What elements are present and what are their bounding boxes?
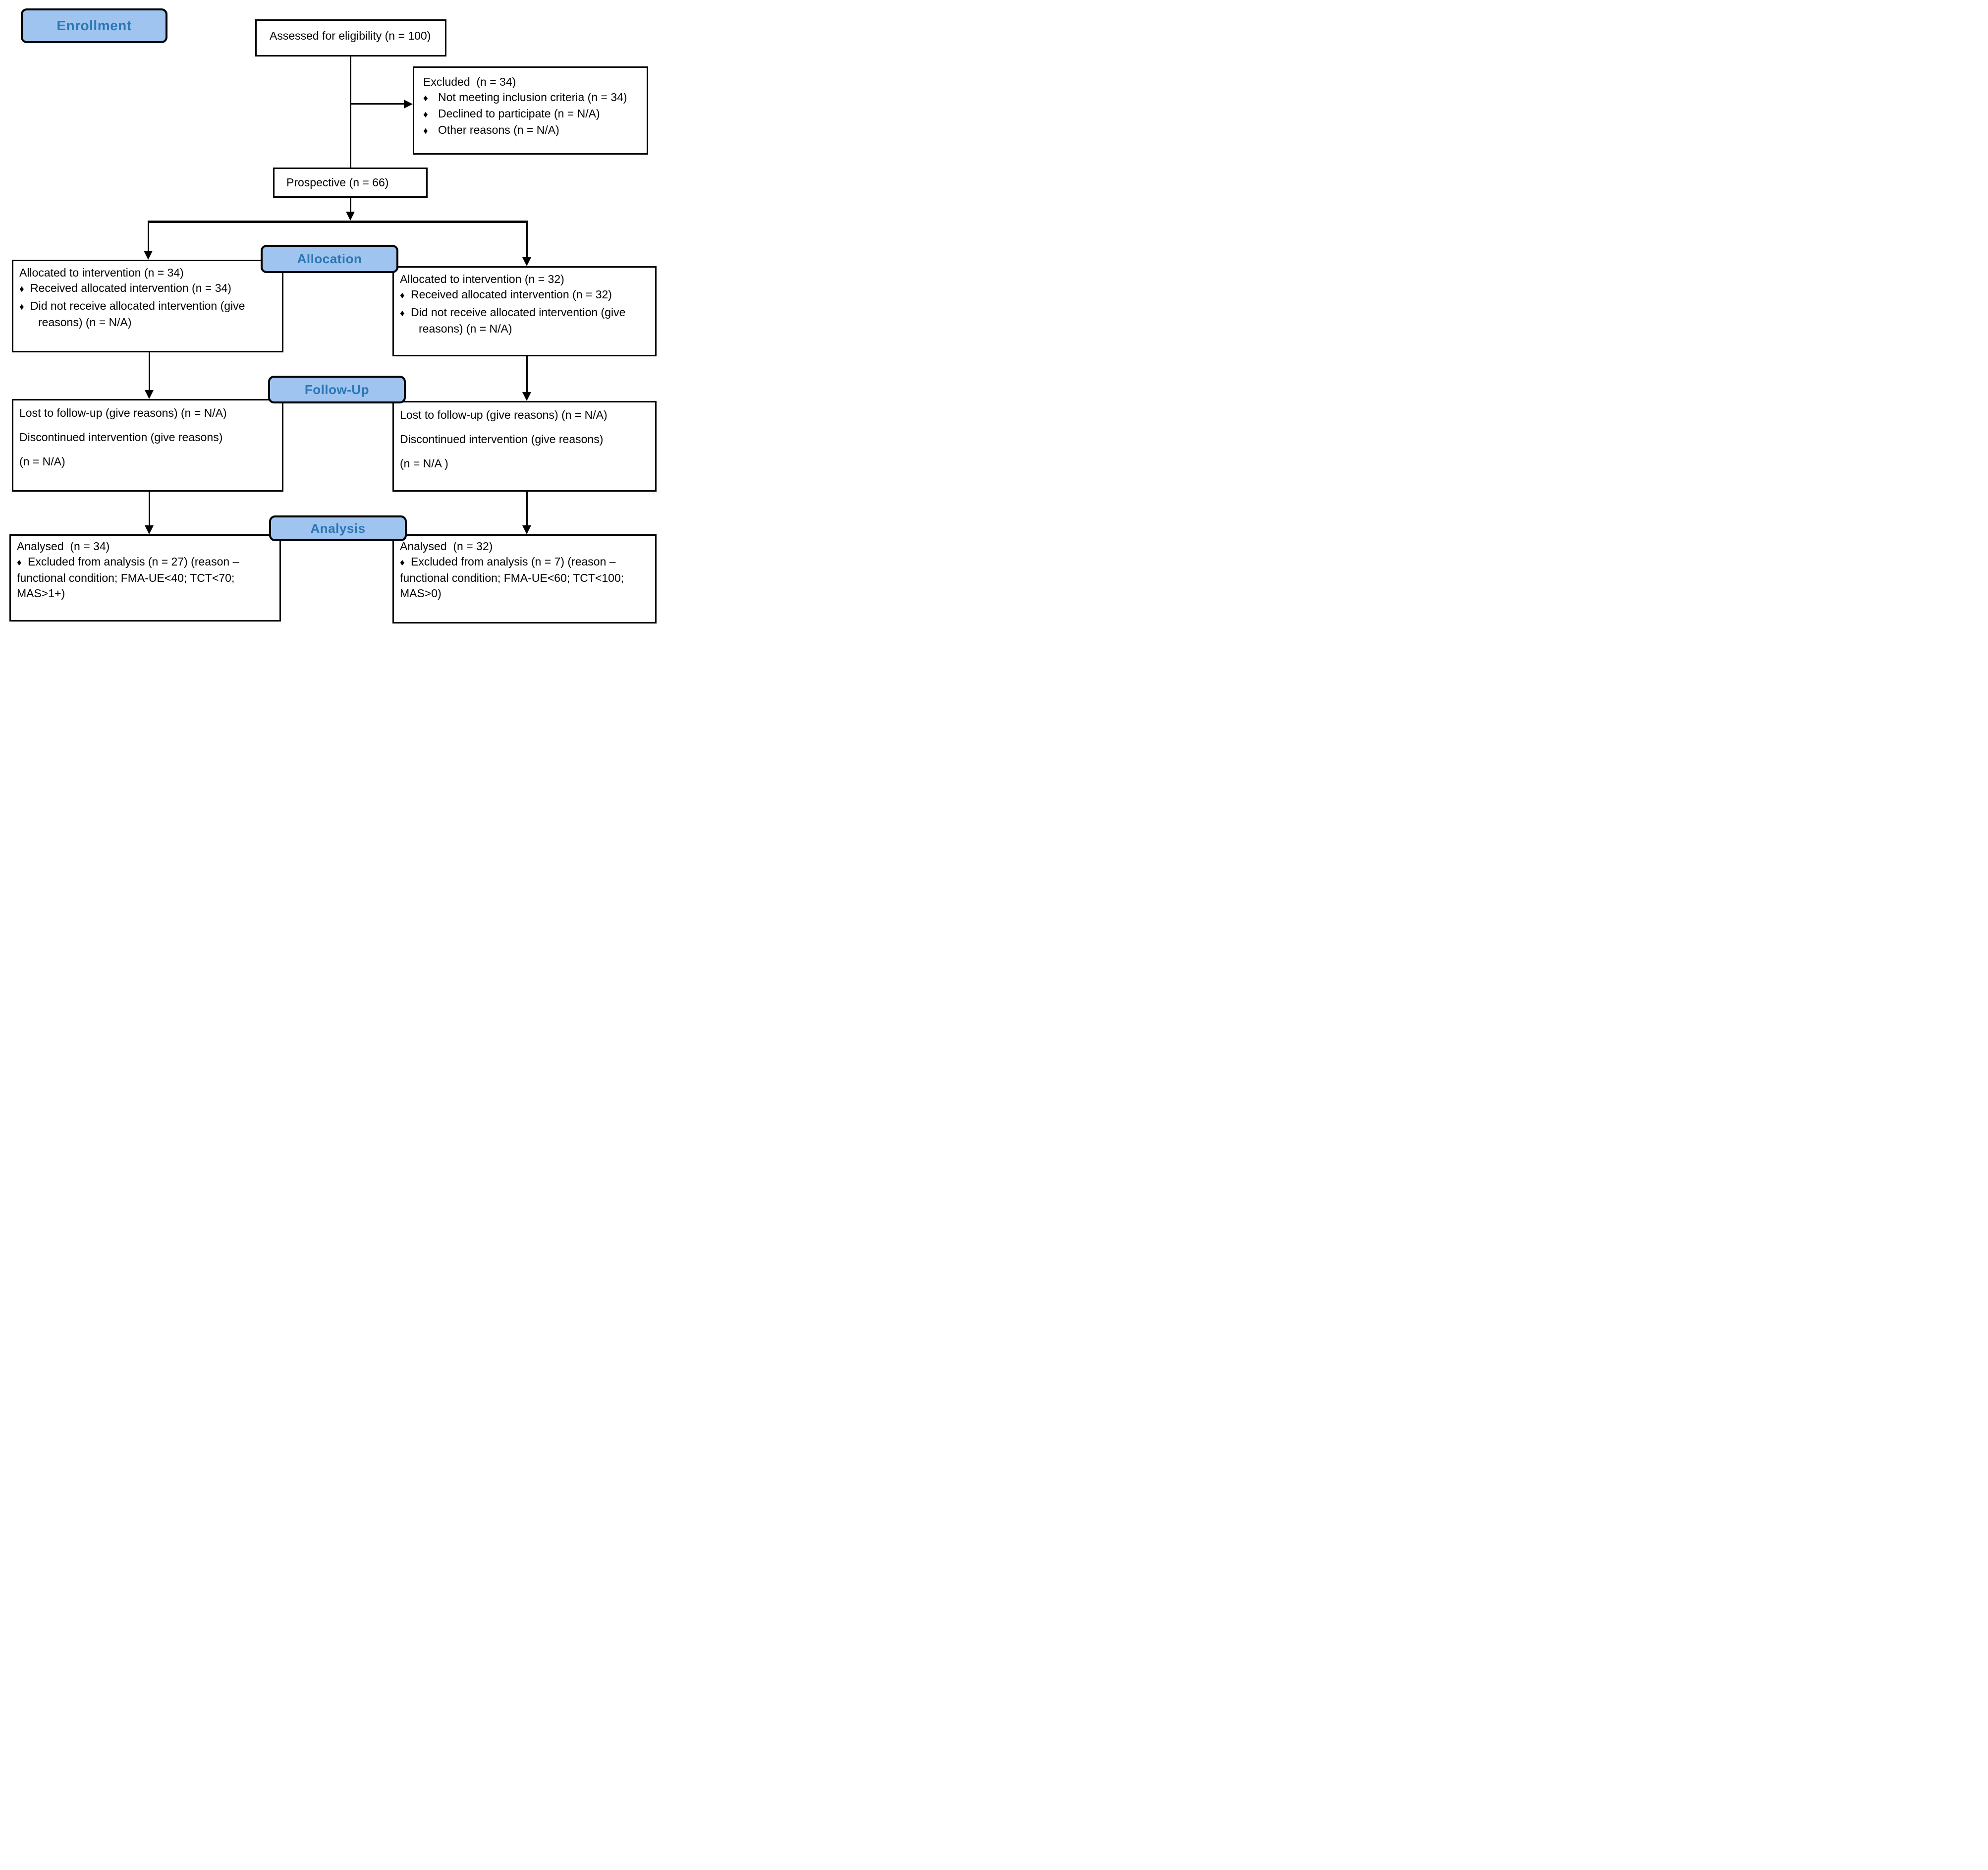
prospective-text: Prospective (n = 66) (286, 176, 389, 189)
analysis-left-line-4: MAS>1+) (17, 587, 65, 600)
assessed-box: Assessed for eligibility (n = 100) (255, 19, 446, 57)
arrowhead-alloc-left (144, 251, 153, 260)
arrowhead-analysis-right (522, 525, 531, 534)
excluded-line-1: Excluded (n = 34) (423, 75, 516, 88)
analysis-phase-label: Analysis (269, 515, 407, 541)
analysis-right-line-3: functional condition; FMA-UE<60; TCT<100… (400, 571, 624, 584)
analysis-right-line-2: ♦Excluded from analysis (n = 7) (reason … (400, 554, 651, 570)
excluded-line-2: ♦Not meeting inclusion criteria (n = 34) (423, 90, 641, 106)
analysis-right-box: Analysed (n = 32) ♦Excluded from analysi… (392, 534, 657, 623)
analysis-left-line-2: ♦Excluded from analysis (n = 27) (reason… (17, 554, 276, 570)
excluded-box: Excluded (n = 34) ♦Not meeting inclusion… (413, 66, 648, 155)
followup-left-box: Lost to follow-up (give reasons) (n = N/… (12, 399, 283, 492)
splitter-bar (147, 221, 528, 223)
assessed-text: Assessed for eligibility (n = 100) (270, 29, 431, 42)
alloc-left-line-4: reasons) (n = N/A) (38, 316, 132, 329)
allocation-right-box: Allocated to intervention (n = 32) ♦Rece… (392, 266, 657, 356)
arrowhead-excluded (404, 99, 413, 109)
connector-split-to-alloc-right (526, 223, 528, 258)
connector-to-excluded (350, 103, 406, 105)
alloc-right-line-3: ♦Did not receive allocated intervention … (400, 305, 651, 321)
diamond-bullet: ♦ (400, 308, 405, 319)
connector-prospective-to-split (349, 198, 351, 213)
enrollment-phase-text: Enrollment (56, 18, 132, 33)
allocation-left-box: Allocated to intervention (n = 34) ♦Rece… (12, 260, 283, 352)
diamond-bullet: ♦ (423, 93, 428, 104)
arrowhead-fu-left (145, 390, 154, 399)
followup-phase-text: Follow-Up (304, 382, 370, 397)
prospective-box: Prospective (n = 66) (273, 168, 428, 198)
connector-fu-to-analysis-right (526, 492, 528, 526)
arrowhead-split (346, 212, 355, 221)
diamond-bullet: ♦ (400, 558, 405, 568)
fu-left-line-2: Discontinued intervention (give reasons) (19, 431, 223, 444)
analysis-left-line-1: Analysed (n = 34) (17, 540, 110, 553)
alloc-right-line-2: ♦Received allocated intervention (n = 32… (400, 287, 651, 303)
diamond-bullet: ♦ (400, 290, 405, 301)
analysis-left-line-3: functional condition; FMA-UE<40; TCT<70; (17, 571, 235, 584)
diamond-bullet: ♦ (19, 284, 24, 294)
fu-right-line-3: (n = N/A ) (400, 457, 448, 470)
analysis-right-line-1: Analysed (n = 32) (400, 540, 493, 553)
enrollment-phase-label: Enrollment (21, 8, 167, 43)
arrowhead-analysis-left (145, 525, 154, 534)
fu-right-line-1: Lost to follow-up (give reasons) (n = N/… (400, 408, 607, 421)
fu-right-line-2: Discontinued intervention (give reasons) (400, 433, 604, 446)
fu-left-line-3: (n = N/A) (19, 455, 65, 468)
excluded-line-3: ♦Declined to participate (n = N/A) (423, 106, 641, 122)
connector-alloc-to-fu-left (148, 352, 150, 391)
diamond-bullet: ♦ (19, 302, 24, 312)
excluded-line-4: ♦Other reasons (n = N/A) (423, 122, 641, 139)
analysis-phase-text: Analysis (310, 520, 366, 536)
diamond-bullet: ♦ (17, 558, 22, 568)
followup-right-box: Lost to follow-up (give reasons) (n = N/… (392, 401, 657, 492)
allocation-phase-text: Allocation (297, 251, 362, 266)
alloc-right-line-4: reasons) (n = N/A) (419, 322, 512, 335)
alloc-right-line-1: Allocated to intervention (n = 32) (400, 273, 564, 285)
arrowhead-fu-right (522, 392, 531, 401)
fu-left-line-1: Lost to follow-up (give reasons) (n = N/… (19, 406, 227, 419)
diamond-bullet: ♦ (423, 110, 428, 120)
alloc-left-line-3: ♦Did not receive allocated intervention … (19, 298, 278, 315)
diamond-bullet: ♦ (423, 126, 428, 136)
alloc-left-line-1: Allocated to intervention (n = 34) (19, 266, 184, 279)
followup-phase-label: Follow-Up (268, 376, 406, 403)
alloc-left-line-2: ♦Received allocated intervention (n = 34… (19, 281, 278, 297)
connector-fu-to-analysis-left (148, 492, 150, 526)
allocation-phase-label: Allocation (261, 245, 398, 273)
connector-alloc-to-fu-right (526, 356, 528, 393)
connector-split-to-alloc-left (147, 223, 149, 252)
arrowhead-alloc-right (522, 257, 531, 266)
analysis-left-box: Analysed (n = 34) ♦Excluded from analysi… (9, 534, 281, 622)
consort-flow-diagram: Enrollment Allocation Follow-Up Analysis… (0, 0, 663, 623)
analysis-right-line-4: MAS>0) (400, 587, 442, 600)
connector-assessed-to-prospective (349, 57, 351, 168)
